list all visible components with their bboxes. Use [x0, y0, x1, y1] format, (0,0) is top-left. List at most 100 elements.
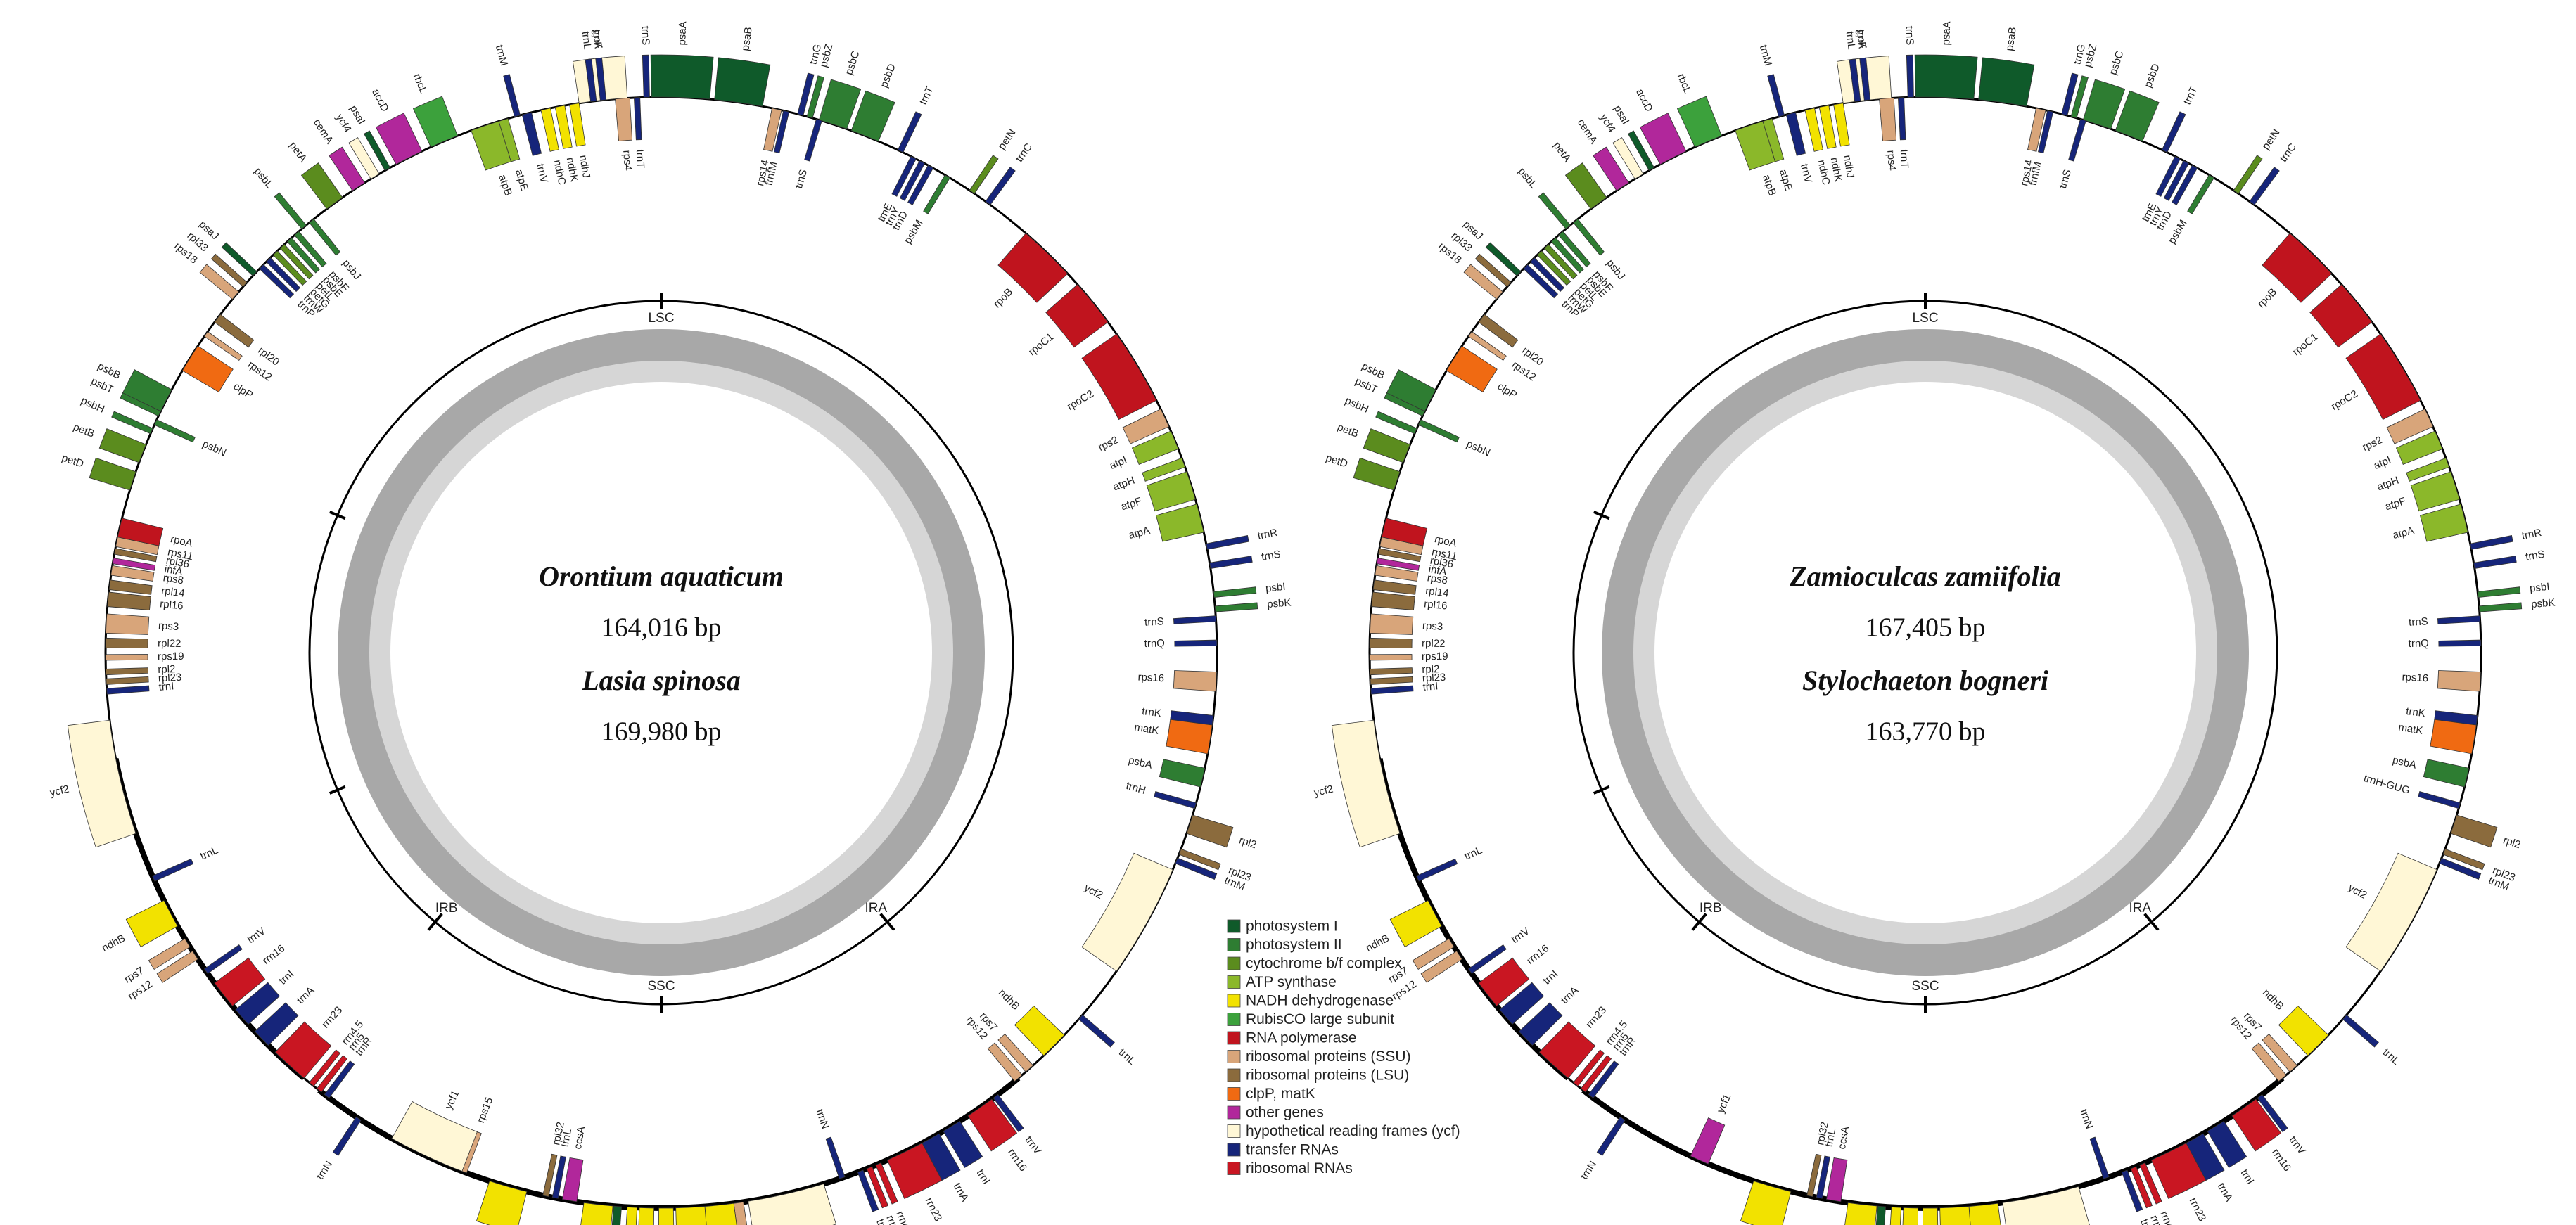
gene-block: [1206, 534, 1249, 550]
legend-swatch: [1227, 1143, 1241, 1157]
region-boundary-tick: [2143, 913, 2160, 931]
gene-block: [1596, 1116, 1626, 1156]
gene-label: rpl23: [1422, 672, 1446, 685]
legend-label: hypothetical reading frames (ycf): [1246, 1123, 1460, 1139]
genome-size-1: 167,405 bp: [1866, 613, 1986, 643]
gene-block: [1178, 848, 1221, 871]
gene-block: [1381, 518, 1428, 546]
gene-label: trnC: [1014, 141, 1035, 165]
genome-size-1: 164,016 bp: [601, 613, 722, 643]
gene-block: [2068, 118, 2086, 162]
legend-label: ATP synthase: [1246, 974, 1337, 990]
gene-block: [1446, 345, 1498, 393]
gene-block: [1538, 1021, 1596, 1079]
gene-block: [774, 110, 790, 154]
gene-label: trnA: [295, 985, 317, 1006]
gene-block: [2172, 165, 2198, 205]
gene-block: [1939, 1206, 1971, 1225]
gene-label: trnI: [1422, 680, 1439, 693]
gene-block: [1859, 57, 1870, 101]
gene-block: [997, 233, 1069, 303]
gene-label: infA: [1428, 563, 1448, 578]
gene-label: ndhJ: [1841, 154, 1856, 179]
gene-label: trnR: [2520, 527, 2542, 542]
gene-block: [2150, 1142, 2207, 1200]
gene-block: [2082, 79, 2126, 129]
gene-block: [221, 242, 257, 276]
gene-block: [1825, 1157, 1848, 1202]
gene-label: ycf2: [49, 783, 70, 800]
gene-block: [1923, 1207, 1939, 1225]
gene-label: trnR: [1256, 527, 1278, 542]
gene-label: accD: [1633, 87, 1655, 114]
gene-label: ycf4: [333, 112, 354, 134]
gene-block: [1914, 54, 1978, 100]
gene-block: [364, 130, 391, 172]
gene-block: [324, 1060, 355, 1098]
gene-block: [580, 1202, 613, 1225]
gene-label: trnS: [793, 168, 810, 190]
gene-label: rpoC1: [1026, 331, 1056, 358]
region-boundary-tick: [1691, 913, 1707, 931]
gene-label: rrn16: [1005, 1147, 1029, 1174]
gene-block: [2423, 759, 2470, 788]
gene-label: rps16: [1137, 671, 1164, 684]
gene-block: [1564, 162, 1607, 210]
legend-label: clpP, matK: [1246, 1086, 1315, 1102]
gene-label: trnC: [2278, 141, 2300, 165]
gene-block: [1376, 558, 1420, 571]
gene-block: [1518, 1002, 1563, 1046]
gene-label: petD: [60, 452, 86, 470]
gene-block: [1833, 103, 1850, 147]
species-name-2: Stylochaeton bogneri: [1802, 665, 2048, 696]
gene-label: psbH: [79, 395, 106, 416]
gene-block: [111, 411, 153, 435]
gene-label: rpl14: [1424, 585, 1449, 600]
gene-label: ycf2: [2346, 882, 2368, 902]
gene-block: [1417, 419, 1460, 443]
gene-label: trnQ: [2409, 637, 2429, 650]
gene-block: [2439, 857, 2482, 880]
gene-block: [105, 667, 149, 676]
gene-block: [2038, 110, 2054, 154]
gene-block: [1902, 1207, 1919, 1225]
gene-label: trnV: [1798, 162, 1814, 184]
gene-block: [897, 111, 922, 153]
gene-block: [348, 137, 380, 179]
gene-label: rpoA: [170, 533, 194, 550]
gene-label: petA: [1551, 140, 1574, 165]
gene-label: atpH: [1111, 475, 1137, 494]
gene-label: ndhK: [1828, 156, 1844, 183]
gene-label: petA: [287, 140, 310, 165]
legend-swatch: [1227, 1087, 1241, 1101]
gene-block: [569, 103, 586, 147]
gene-block: [1690, 1117, 1726, 1165]
gene-label: atpH: [2376, 475, 2401, 494]
gene-block: [595, 57, 606, 101]
gene-block: [2207, 1120, 2247, 1168]
gene-block: [2309, 283, 2373, 348]
gene-label: matK: [2397, 721, 2423, 737]
gene-block: [309, 1049, 341, 1087]
gene-block: [114, 548, 158, 563]
gene-label: trnA: [1559, 985, 1581, 1006]
gene-label: rpoC1: [2290, 331, 2320, 358]
gene-block: [2478, 602, 2523, 612]
genome-size-2: 169,980 bp: [601, 717, 722, 747]
gene-label: trnS: [2057, 168, 2074, 190]
gene-label: trnK: [2405, 705, 2425, 719]
gene-block: [907, 165, 934, 205]
gene-block: [542, 1153, 558, 1198]
gene-label: trnL: [580, 31, 594, 51]
gene-label: ndhB: [1364, 932, 1391, 954]
gene-block: [181, 345, 234, 393]
gene-block: [1573, 1049, 1605, 1087]
gene-block: [1889, 1207, 1901, 1225]
gene-block: [391, 1101, 478, 1172]
legend-label: ribosomal proteins (SSU): [1246, 1048, 1411, 1065]
gene-label: trnT: [917, 84, 936, 106]
gene-block: [2450, 814, 2498, 848]
gene-label: ycf3: [589, 29, 604, 49]
legend-label: transfer RNAs: [1246, 1142, 1339, 1158]
